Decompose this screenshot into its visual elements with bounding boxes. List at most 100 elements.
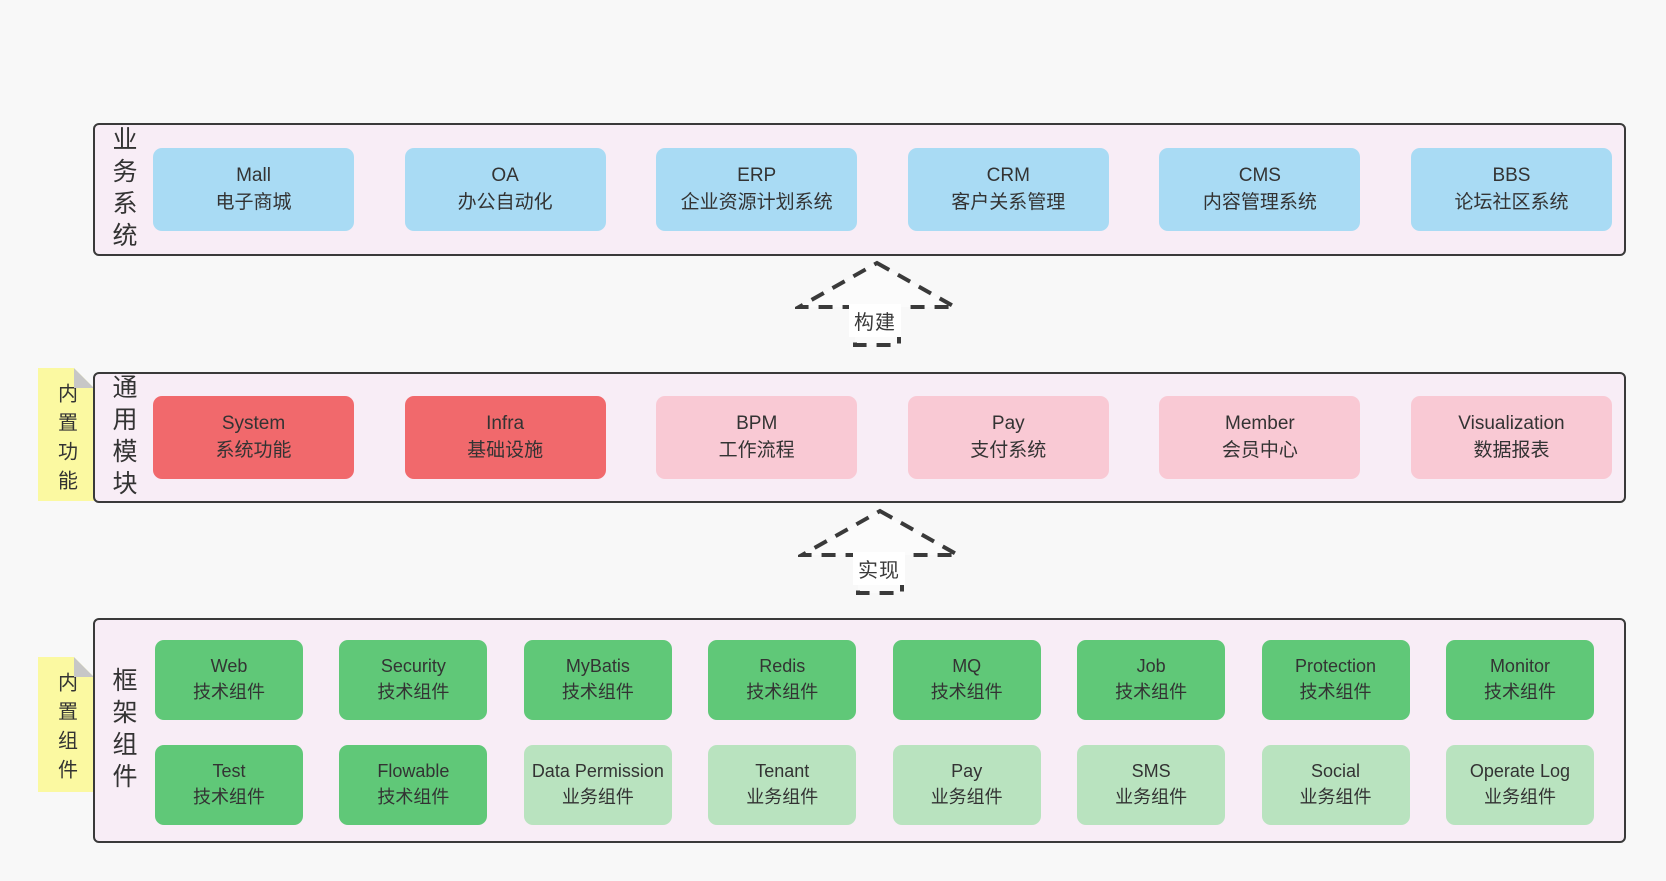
box-data-permission: Data Permission 业务组件	[523, 745, 672, 825]
panel-business-systems: 业务系统 Mall 电子商城 OA 办公自动化 ERP 企业资源计划系统 CRM…	[93, 123, 1626, 256]
box-pay: Pay 支付系统	[907, 396, 1109, 479]
box-subtitle: 技术组件	[377, 787, 450, 807]
box-cms: CMS 内容管理系统	[1159, 148, 1361, 231]
box-title: Operate Log	[1469, 761, 1570, 782]
box-subtitle: 数据报表	[1473, 439, 1550, 461]
box-title: BBS	[1492, 164, 1531, 186]
box-social: Social 业务组件	[1261, 745, 1410, 825]
box-title: Data Permission	[531, 761, 664, 782]
components-box-row-2: Test 技术组件 Flowable 技术组件 Data Permission …	[155, 745, 1594, 825]
box-subtitle: 业务组件	[746, 787, 819, 807]
box-oa: OA 办公自动化	[404, 148, 606, 231]
box-title: Job	[1136, 656, 1166, 677]
box-title: System	[221, 412, 286, 434]
box-title: MQ	[952, 656, 982, 677]
box-subtitle: 技术组件	[1115, 682, 1188, 702]
box-title: Pay	[991, 412, 1025, 434]
box-erp: ERP 企业资源计划系统	[656, 148, 858, 231]
box-title: Visualization	[1458, 412, 1565, 434]
box-subtitle: 业务组件	[1299, 787, 1372, 807]
box-subtitle: 技术组件	[561, 682, 634, 702]
box-operate-log: Operate Log 业务组件	[1445, 745, 1594, 825]
panel-business-label: 业务系统	[109, 125, 137, 254]
box-member: Member 会员中心	[1159, 396, 1361, 479]
box-title: ERP	[737, 164, 777, 186]
box-title: Member	[1225, 412, 1295, 434]
box-monitor: Monitor 技术组件	[1445, 640, 1594, 720]
box-bpm: BPM 工作流程	[656, 396, 858, 479]
sticky-note-built-in-features: 内置功能	[38, 368, 94, 501]
box-test: Test 技术组件	[155, 745, 303, 825]
box-title: Mall	[236, 164, 271, 186]
box-title: CRM	[986, 164, 1030, 186]
panel-modules-label: 通用模块	[109, 373, 137, 502]
box-subtitle: 技术组件	[377, 682, 450, 702]
box-subtitle: 系统功能	[215, 439, 292, 461]
box-title: BPM	[736, 412, 778, 434]
box-title: Web	[210, 656, 248, 677]
panel-common-modules: 通用模块 System 系统功能 Infra 基础设施 BPM 工作流程 Pay…	[93, 372, 1626, 503]
box-title: MyBatis	[565, 656, 630, 677]
box-subtitle: 技术组件	[746, 682, 819, 702]
folded-corner-icon	[74, 368, 94, 388]
box-subtitle: 技术组件	[193, 787, 265, 807]
box-subtitle: 技术组件	[1299, 682, 1372, 702]
box-title: Tenant	[755, 761, 810, 782]
sticky-note-text: 内置组件	[54, 672, 77, 788]
box-subtitle: 客户关系管理	[951, 191, 1066, 213]
components-box-row-1: Web 技术组件 Security 技术组件 MyBatis 技术组件 Redi…	[155, 640, 1594, 720]
box-tenant: Tenant 业务组件	[708, 745, 857, 825]
box-title: Infra	[486, 412, 525, 434]
box-security: Security 技术组件	[339, 640, 488, 720]
box-protection: Protection 技术组件	[1261, 640, 1410, 720]
box-flowable: Flowable 技术组件	[339, 745, 488, 825]
box-subtitle: 技术组件	[930, 682, 1003, 702]
box-infra: Infra 基础设施	[404, 396, 606, 479]
box-pay-business: Pay 业务组件	[892, 745, 1041, 825]
box-system: System 系统功能	[153, 396, 354, 479]
business-box-row: Mall 电子商城 OA 办公自动化 ERP 企业资源计划系统 CRM 客户关系…	[153, 125, 1612, 254]
box-title: Protection	[1295, 656, 1377, 677]
box-mq: MQ 技术组件	[892, 640, 1041, 720]
box-subtitle: 基础设施	[467, 439, 544, 461]
box-subtitle: 电子商城	[215, 191, 292, 213]
box-subtitle: 论坛社区系统	[1454, 191, 1569, 213]
box-title: Monitor	[1489, 656, 1550, 677]
box-bbs: BBS 论坛社区系统	[1410, 148, 1612, 231]
box-title: Social	[1311, 761, 1361, 782]
sticky-note-built-in-components: 内置组件	[38, 657, 94, 792]
box-subtitle: 技术组件	[193, 682, 265, 702]
box-subtitle: 企业资源计划系统	[680, 191, 833, 213]
implement-arrow-label: 实现	[853, 552, 905, 585]
box-sms: SMS 业务组件	[1077, 745, 1226, 825]
box-title: OA	[491, 164, 519, 186]
box-subtitle: 技术组件	[1483, 682, 1556, 702]
box-subtitle: 工作流程	[718, 439, 795, 461]
box-title: Redis	[759, 656, 806, 677]
box-subtitle: 内容管理系统	[1202, 191, 1317, 213]
box-mall: Mall 电子商城	[153, 148, 354, 231]
folded-corner-icon	[74, 657, 94, 677]
box-redis: Redis 技术组件	[708, 640, 857, 720]
box-subtitle: 业务组件	[930, 787, 1003, 807]
box-title: Flowable	[377, 761, 450, 782]
box-job: Job 技术组件	[1077, 640, 1226, 720]
box-title: Security	[380, 656, 446, 677]
box-subtitle: 业务组件	[561, 787, 634, 807]
box-title: Test	[212, 761, 246, 782]
box-web: Web 技术组件	[155, 640, 303, 720]
box-mybatis: MyBatis 技术组件	[523, 640, 672, 720]
box-subtitle: 会员中心	[1221, 439, 1298, 461]
panel-framework-components: 框架组件 Web 技术组件 Security 技术组件 MyBatis 技术组件…	[93, 618, 1626, 843]
box-title: SMS	[1131, 761, 1171, 782]
box-title: CMS	[1238, 164, 1281, 186]
box-subtitle: 支付系统	[970, 439, 1047, 461]
box-subtitle: 业务组件	[1115, 787, 1188, 807]
panel-components-label: 框架组件	[109, 666, 137, 795]
sticky-note-text: 内置功能	[54, 383, 77, 499]
box-crm: CRM 客户关系管理	[907, 148, 1109, 231]
box-visualization: Visualization 数据报表	[1410, 396, 1612, 479]
box-title: Pay	[951, 761, 983, 782]
box-subtitle: 业务组件	[1483, 787, 1556, 807]
